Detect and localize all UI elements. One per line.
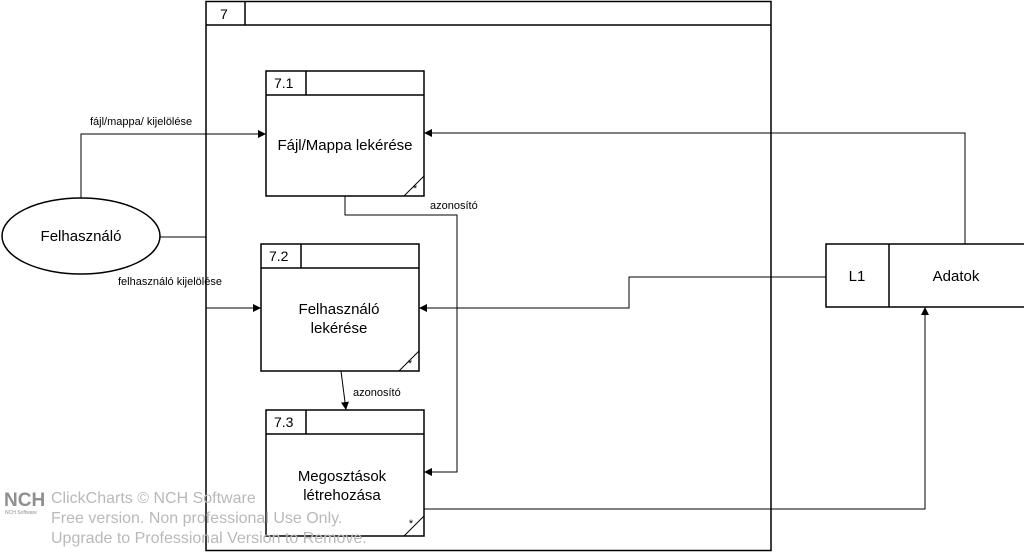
process-7-2-label-line1: Felhasználó — [299, 301, 380, 318]
flow-user-select-label: felhasználó kijelölése — [118, 276, 222, 288]
process-7-2-label-line2: lekérése — [311, 320, 368, 337]
flow-store-to-7-1[interactable] — [424, 129, 966, 244]
process-7-3-label-line2: létrehozása — [303, 487, 381, 504]
process-7-3-label-line1: Megosztások — [298, 468, 387, 485]
process-7-3-marker: * — [409, 518, 414, 530]
flow-7-3-to-store[interactable] — [424, 307, 929, 510]
process-7-3-id: 7.3 — [274, 414, 294, 430]
flow-file-select-label: fájl/mappa/ kijelölése — [90, 116, 192, 128]
flow-7-2-to-7-3[interactable]: azonosító — [340, 370, 401, 411]
nch-logo-text: NCH — [4, 490, 45, 511]
entity-label: Felhasználó — [41, 228, 122, 245]
external-entity-felhasznalo[interactable]: Felhasználó — [1, 197, 161, 275]
nch-logo-subtext: NCH Software — [5, 510, 37, 516]
process-7-1[interactable]: 7.1 Fájl/Mappa lekérése * — [265, 70, 425, 197]
flow-store-to-7-2[interactable] — [419, 276, 826, 312]
flow-7-1-to-7-3[interactable]: azonosító — [344, 196, 478, 476]
process-7-2-id: 7.2 — [269, 248, 289, 264]
process-7-3[interactable]: 7.3 Megosztások létrehozása * — [265, 409, 425, 537]
process-7-2-marker: * — [408, 358, 413, 370]
flow-user-select[interactable]: felhasználó kijelölése — [118, 236, 261, 312]
data-store-id: L1 — [849, 268, 866, 285]
watermark-line-3: Upgrade to Professional Version to Remov… — [51, 530, 367, 547]
nch-logo: NCH NCH Software — [4, 490, 45, 516]
process-7-1-marker: * — [413, 183, 418, 195]
watermark-line-1: ClickCharts © NCH Software — [51, 490, 256, 507]
flow-file-select[interactable]: fájl/mappa/ kijelölése — [80, 116, 266, 198]
process-7-1-id: 7.1 — [274, 75, 294, 91]
flow-7-2-id-label: azonosító — [353, 387, 401, 399]
process-7-2[interactable]: 7.2 Felhasználó lekérése * — [260, 243, 420, 372]
data-store-l1[interactable]: L1 Adatok — [825, 243, 1024, 308]
watermark: NCH NCH Software ClickCharts © NCH Softw… — [4, 490, 367, 547]
process-7-1-label: Fájl/Mappa lekérése — [277, 137, 412, 154]
watermark-line-2: Free version. Non professional Use Only. — [51, 510, 342, 527]
flow-7-1-id-label: azonosító — [430, 200, 478, 212]
data-store-name: Adatok — [933, 268, 980, 285]
outer-process-id: 7 — [220, 6, 228, 22]
